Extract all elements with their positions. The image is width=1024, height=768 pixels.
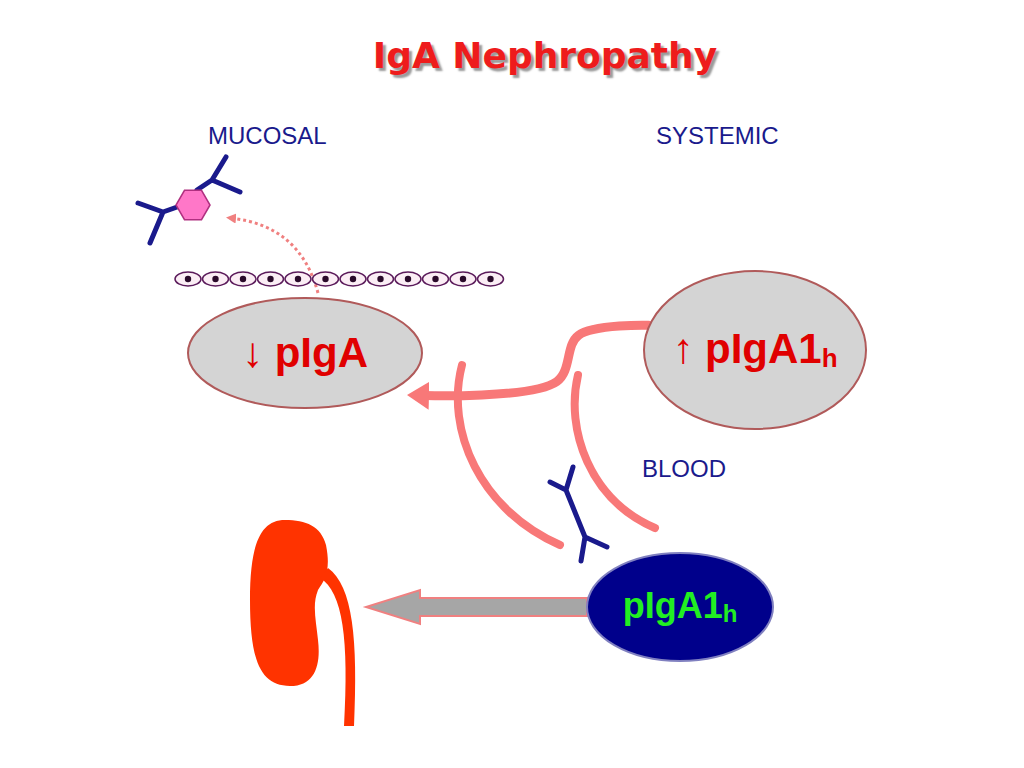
region-label: MUCOSAL bbox=[208, 122, 327, 150]
subscript-text: h bbox=[723, 601, 738, 628]
cell-body bbox=[450, 272, 476, 286]
cell-nucleus bbox=[185, 276, 191, 282]
region-label: SYSTEMIC bbox=[656, 122, 779, 150]
cell-body bbox=[285, 272, 311, 286]
cell-body bbox=[258, 272, 284, 286]
cell-nucleus bbox=[377, 276, 383, 282]
epithelial-cell bbox=[313, 272, 339, 286]
antigen-symbol bbox=[176, 190, 210, 219]
node-label: ↓ pIgA bbox=[242, 329, 368, 377]
cell-nucleus bbox=[432, 276, 438, 282]
epithelial-cell bbox=[368, 272, 394, 286]
cell-nucleus bbox=[460, 276, 466, 282]
epithelial-cell bbox=[340, 272, 366, 286]
cell-nucleus bbox=[405, 276, 411, 282]
kidney-illustration bbox=[250, 520, 355, 726]
ellipse-node: ↑ pIgA1h bbox=[643, 270, 867, 430]
epithelial-cell bbox=[423, 272, 449, 286]
bracket-arc bbox=[575, 375, 655, 528]
node-label: ↑ pIgA1h bbox=[672, 325, 837, 374]
antibody-symbol bbox=[197, 157, 240, 192]
node-text: ↑ pIgA1 bbox=[672, 325, 821, 372]
kidney-shape bbox=[250, 520, 328, 686]
cell-nucleus bbox=[295, 276, 301, 282]
node-label: pIgA1h bbox=[623, 585, 738, 628]
cell-body bbox=[230, 272, 256, 286]
epithelial-cell bbox=[478, 272, 504, 286]
cell-nucleus bbox=[240, 276, 246, 282]
antigen-antibody-complex bbox=[138, 157, 240, 243]
epithelial-cell bbox=[395, 272, 421, 286]
ellipse-node: ↓ pIgA bbox=[187, 297, 423, 409]
ellipse-shape bbox=[188, 298, 422, 408]
curved-arrow bbox=[425, 325, 648, 396]
ureter-shape bbox=[320, 568, 355, 726]
ellipse-shape bbox=[644, 271, 866, 429]
ellipse-shape bbox=[587, 553, 773, 661]
subscript-text: h bbox=[822, 344, 838, 374]
epithelial-cell bbox=[203, 272, 229, 286]
epithelium bbox=[175, 272, 504, 286]
cell-body bbox=[478, 272, 504, 286]
cell-nucleus bbox=[350, 276, 356, 282]
antibody-symbol bbox=[138, 203, 180, 243]
node-text: pIgA1 bbox=[623, 585, 723, 626]
epithelial-cell bbox=[450, 272, 476, 286]
epithelial-cell bbox=[285, 272, 311, 286]
cell-body bbox=[340, 272, 366, 286]
ellipse-node: pIgA1h bbox=[586, 552, 774, 662]
cell-nucleus bbox=[212, 276, 218, 282]
secretion-arrow bbox=[230, 218, 318, 293]
deposition-arrow bbox=[366, 590, 587, 624]
node-text: ↓ pIgA bbox=[242, 329, 368, 376]
cell-body bbox=[395, 272, 421, 286]
diagram-title: IgA Nephropathy bbox=[0, 35, 1024, 76]
cell-nucleus bbox=[267, 276, 273, 282]
cell-nucleus bbox=[487, 276, 493, 282]
cell-body bbox=[368, 272, 394, 286]
cell-body bbox=[175, 272, 201, 286]
cell-nucleus bbox=[322, 276, 328, 282]
epithelial-cell bbox=[175, 272, 201, 286]
cell-body bbox=[203, 272, 229, 286]
cell-body bbox=[423, 272, 449, 286]
cell-body bbox=[313, 272, 339, 286]
epithelial-cell bbox=[258, 272, 284, 286]
region-label: BLOOD bbox=[642, 455, 726, 483]
epithelial-cell bbox=[230, 272, 256, 286]
antibody-symbol bbox=[550, 467, 607, 561]
